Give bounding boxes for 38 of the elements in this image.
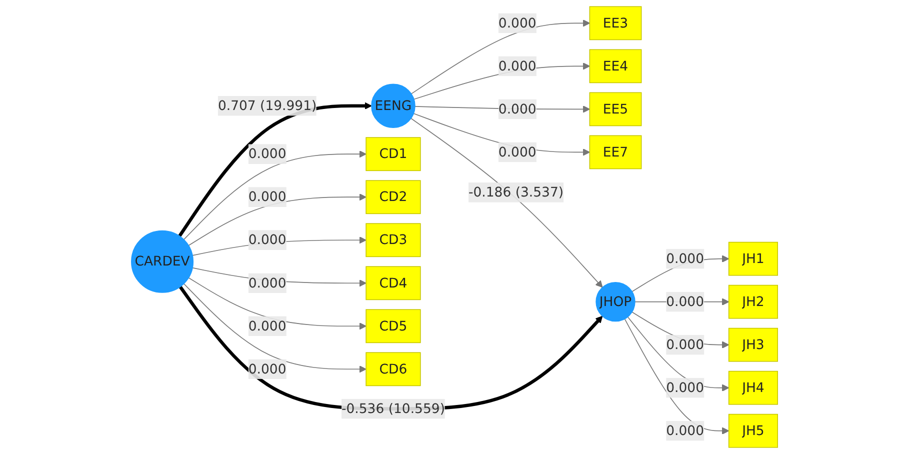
edge-label: 0.000 bbox=[248, 318, 286, 334]
arrow bbox=[183, 283, 366, 373]
node-box: CD6 bbox=[366, 352, 421, 386]
node-box: CD5 bbox=[366, 309, 421, 344]
edge-label: 0.000 bbox=[248, 232, 286, 248]
edge-label: 0.000 bbox=[248, 360, 286, 377]
node-box: EE5 bbox=[589, 92, 642, 126]
node-circle: EENG bbox=[371, 84, 416, 128]
node-box: CD1 bbox=[366, 137, 421, 172]
edge-label: 0.000 bbox=[666, 336, 704, 352]
node-box: EE4 bbox=[589, 49, 642, 84]
arrow bbox=[627, 316, 730, 392]
node-box: CD2 bbox=[366, 180, 421, 214]
edge-label: 0.000 bbox=[666, 380, 704, 396]
node-box: CD3 bbox=[366, 223, 421, 258]
edge-label: 0.707 (19.991) bbox=[218, 98, 317, 114]
arrow bbox=[178, 286, 603, 410]
edge-label: 0.000 bbox=[666, 294, 704, 310]
edge-label: 0.000 bbox=[666, 250, 704, 266]
edge-label: 0.000 bbox=[248, 274, 286, 291]
node-box: CD4 bbox=[366, 266, 421, 300]
node-box: EE7 bbox=[589, 135, 642, 170]
node-circle: CARDEV bbox=[131, 230, 194, 293]
arrow bbox=[178, 102, 372, 237]
edge-label: -0.186 (3.537) bbox=[468, 184, 564, 200]
edge-label: 0.000 bbox=[248, 146, 286, 162]
edge-label: 0.000 bbox=[498, 144, 536, 160]
edge-label: 0.000 bbox=[248, 188, 286, 205]
edge-label: 0.000 bbox=[498, 14, 536, 31]
edge-label: 0.000 bbox=[498, 58, 536, 74]
arrow bbox=[410, 118, 603, 288]
edge-label: 0.000 bbox=[666, 422, 704, 438]
edge-label: -0.536 (10.559) bbox=[341, 400, 445, 416]
arrow bbox=[624, 318, 730, 434]
node-box: EE3 bbox=[589, 6, 642, 40]
arrow bbox=[410, 20, 590, 94]
edge-label: 0.000 bbox=[498, 100, 536, 117]
arrow bbox=[183, 150, 366, 240]
